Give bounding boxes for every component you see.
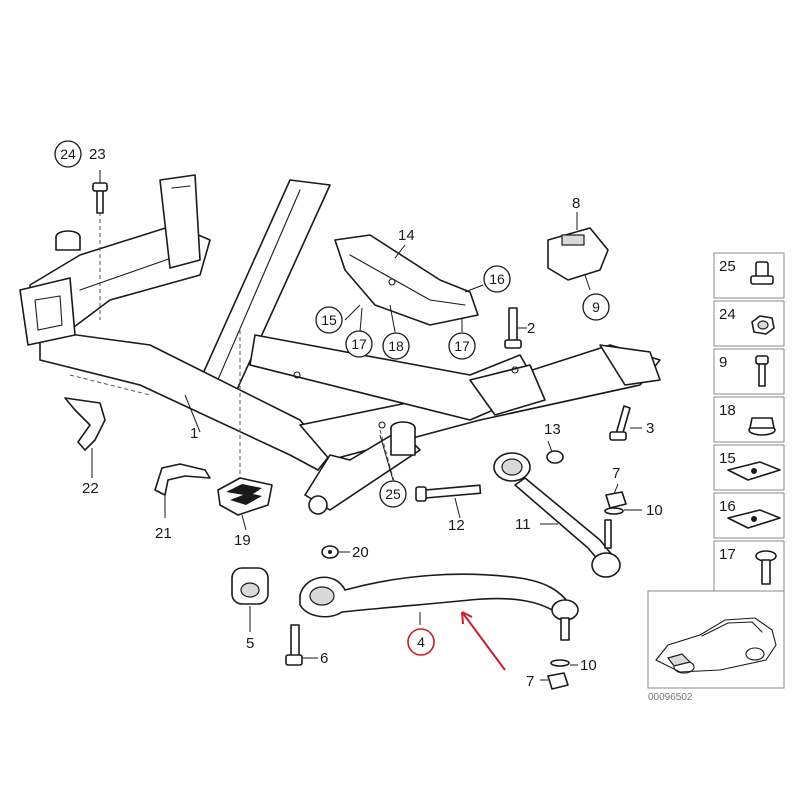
callout-8: 8 [572,195,580,212]
hex-nut-icon [751,315,775,335]
svg-text:9: 9 [719,354,727,371]
svg-text:16: 16 [489,271,505,287]
car-thumbnail [647,590,785,689]
svg-text:18: 18 [719,402,736,419]
callout-10-lower: 10 [580,657,597,674]
svg-text:9: 9 [592,299,600,315]
bolt-2-part[interactable] [504,307,522,349]
bracket-22-part[interactable] [64,397,106,451]
bolt-icon [755,355,769,387]
clip-nut-icon [727,509,781,529]
callout-14: 14 [398,227,415,244]
subframe-part[interactable] [19,174,661,515]
svg-text:18: 18 [388,338,404,354]
bracket-21-part[interactable] [154,463,211,496]
callout-19: 19 [234,532,251,549]
svg-text:17: 17 [351,336,367,352]
svg-text:25: 25 [719,258,736,275]
nut-cap-icon [750,261,774,285]
callout-5: 5 [246,635,254,652]
callout-3: 3 [646,420,654,437]
legend-item-15[interactable]: 15 [713,444,785,491]
svg-text:15: 15 [719,450,736,467]
nut-13-part[interactable] [546,450,564,464]
callout-7-upper: 7 [612,465,620,482]
legend-item-18[interactable]: 18 [713,396,785,443]
callout-16: 16 [483,265,511,293]
bolt-3-part[interactable] [609,405,631,441]
legend-item-9[interactable]: 9 [713,348,785,395]
washer-10-lower-part[interactable] [550,659,570,667]
callout-25: 25 [379,480,407,508]
flange-bolt-icon [755,550,777,585]
lower-control-arm-part[interactable] [299,573,579,641]
svg-text:24: 24 [719,306,736,323]
control-arm-11-part[interactable] [493,452,621,578]
svg-text:17: 17 [719,546,736,563]
svg-text:24: 24 [60,146,76,162]
callout-21: 21 [155,525,172,542]
callout-18: 18 [382,332,410,360]
callout-22: 22 [82,480,99,497]
document-number: 00096502 [648,692,693,703]
callout-23: 23 [89,146,106,163]
callout-11: 11 [515,516,531,533]
heat-shield-part[interactable] [334,234,479,326]
washer-10-upper-part[interactable] [604,507,624,515]
hardware-legend: 25 24 9 18 [713,252,785,592]
svg-text:4: 4 [417,634,425,650]
clip-nut-icon [727,461,781,481]
callout-6: 6 [320,650,328,667]
callout-24: 24 [54,140,82,168]
callout-2: 2 [527,320,535,337]
legend-item-25[interactable]: 25 [713,252,785,299]
bolt-23-part[interactable] [92,182,108,214]
mount-8-part[interactable] [547,227,609,281]
callout-13: 13 [544,421,561,438]
callout-9: 9 [582,293,610,321]
callout-10-upper: 10 [646,502,663,519]
legend-item-24[interactable]: 24 [713,300,785,347]
bolt-12-part[interactable] [415,484,482,502]
svg-text:25: 25 [385,486,401,502]
callout-7-lower: 7 [526,673,534,690]
legend-item-17[interactable]: 17 [713,540,785,592]
flange-nut-icon [748,417,776,436]
svg-text:16: 16 [719,498,736,515]
callout-1: 1 [190,425,198,442]
nut-20-part[interactable] [321,545,339,559]
callout-15: 15 [315,306,343,334]
bolt-6-part[interactable] [285,624,303,666]
callout-17-b: 17 [448,332,476,360]
svg-text:17: 17 [454,338,470,354]
nut-7-lower-part[interactable] [547,672,569,690]
bushing-5-part[interactable] [231,567,269,605]
callout-17-a: 17 [345,330,373,358]
rubber-mount-19-part[interactable] [217,477,273,516]
nut-7-upper-part[interactable] [605,491,627,509]
highlight-arrow [461,611,506,671]
svg-text:15: 15 [321,312,337,328]
legend-item-16[interactable]: 16 [713,492,785,539]
callout-20: 20 [352,544,369,561]
callout-4: 4 [407,628,435,656]
callout-12: 12 [448,517,465,534]
